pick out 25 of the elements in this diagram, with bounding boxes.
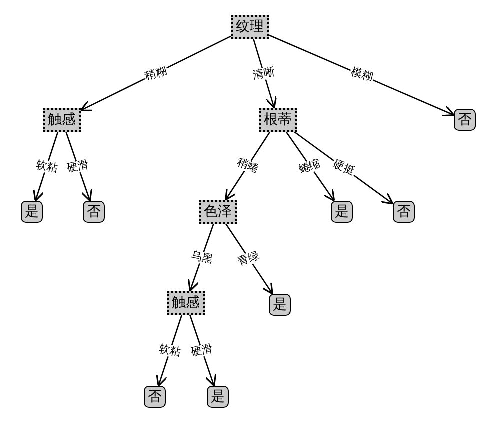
- arrow: [268, 34, 455, 117]
- decision-box: 纹理: [231, 15, 269, 39]
- decision-box: 色泽: [199, 200, 237, 224]
- edge-label: 稍糊: [142, 64, 170, 83]
- leaf-box: 是: [269, 294, 291, 316]
- leaf-box: 是: [331, 201, 353, 223]
- edge-label: 青绿: [236, 249, 263, 269]
- edge-label: 软粘: [157, 342, 184, 359]
- leaf-box: 是: [21, 201, 43, 223]
- edge-label: 软粘: [34, 158, 60, 175]
- leaf-box: 是: [207, 386, 229, 408]
- arrow: [225, 224, 274, 295]
- decision-box: 触感: [167, 291, 205, 315]
- edge-label: 模糊: [348, 66, 375, 84]
- edge-label: 清晰: [251, 66, 277, 82]
- leaf-box: 否: [393, 201, 415, 223]
- edge-label: 稍蜷: [234, 156, 262, 176]
- arrow: [286, 132, 336, 202]
- leaf-box: 否: [454, 109, 476, 131]
- decision-box: 触感: [43, 108, 81, 132]
- leaf-box: 否: [144, 386, 166, 408]
- decision-box: 根蒂: [259, 108, 297, 132]
- edge-label: 乌黑: [189, 249, 215, 266]
- leaf-box: 否: [83, 201, 105, 223]
- edge-label: 蜷缩: [297, 156, 324, 176]
